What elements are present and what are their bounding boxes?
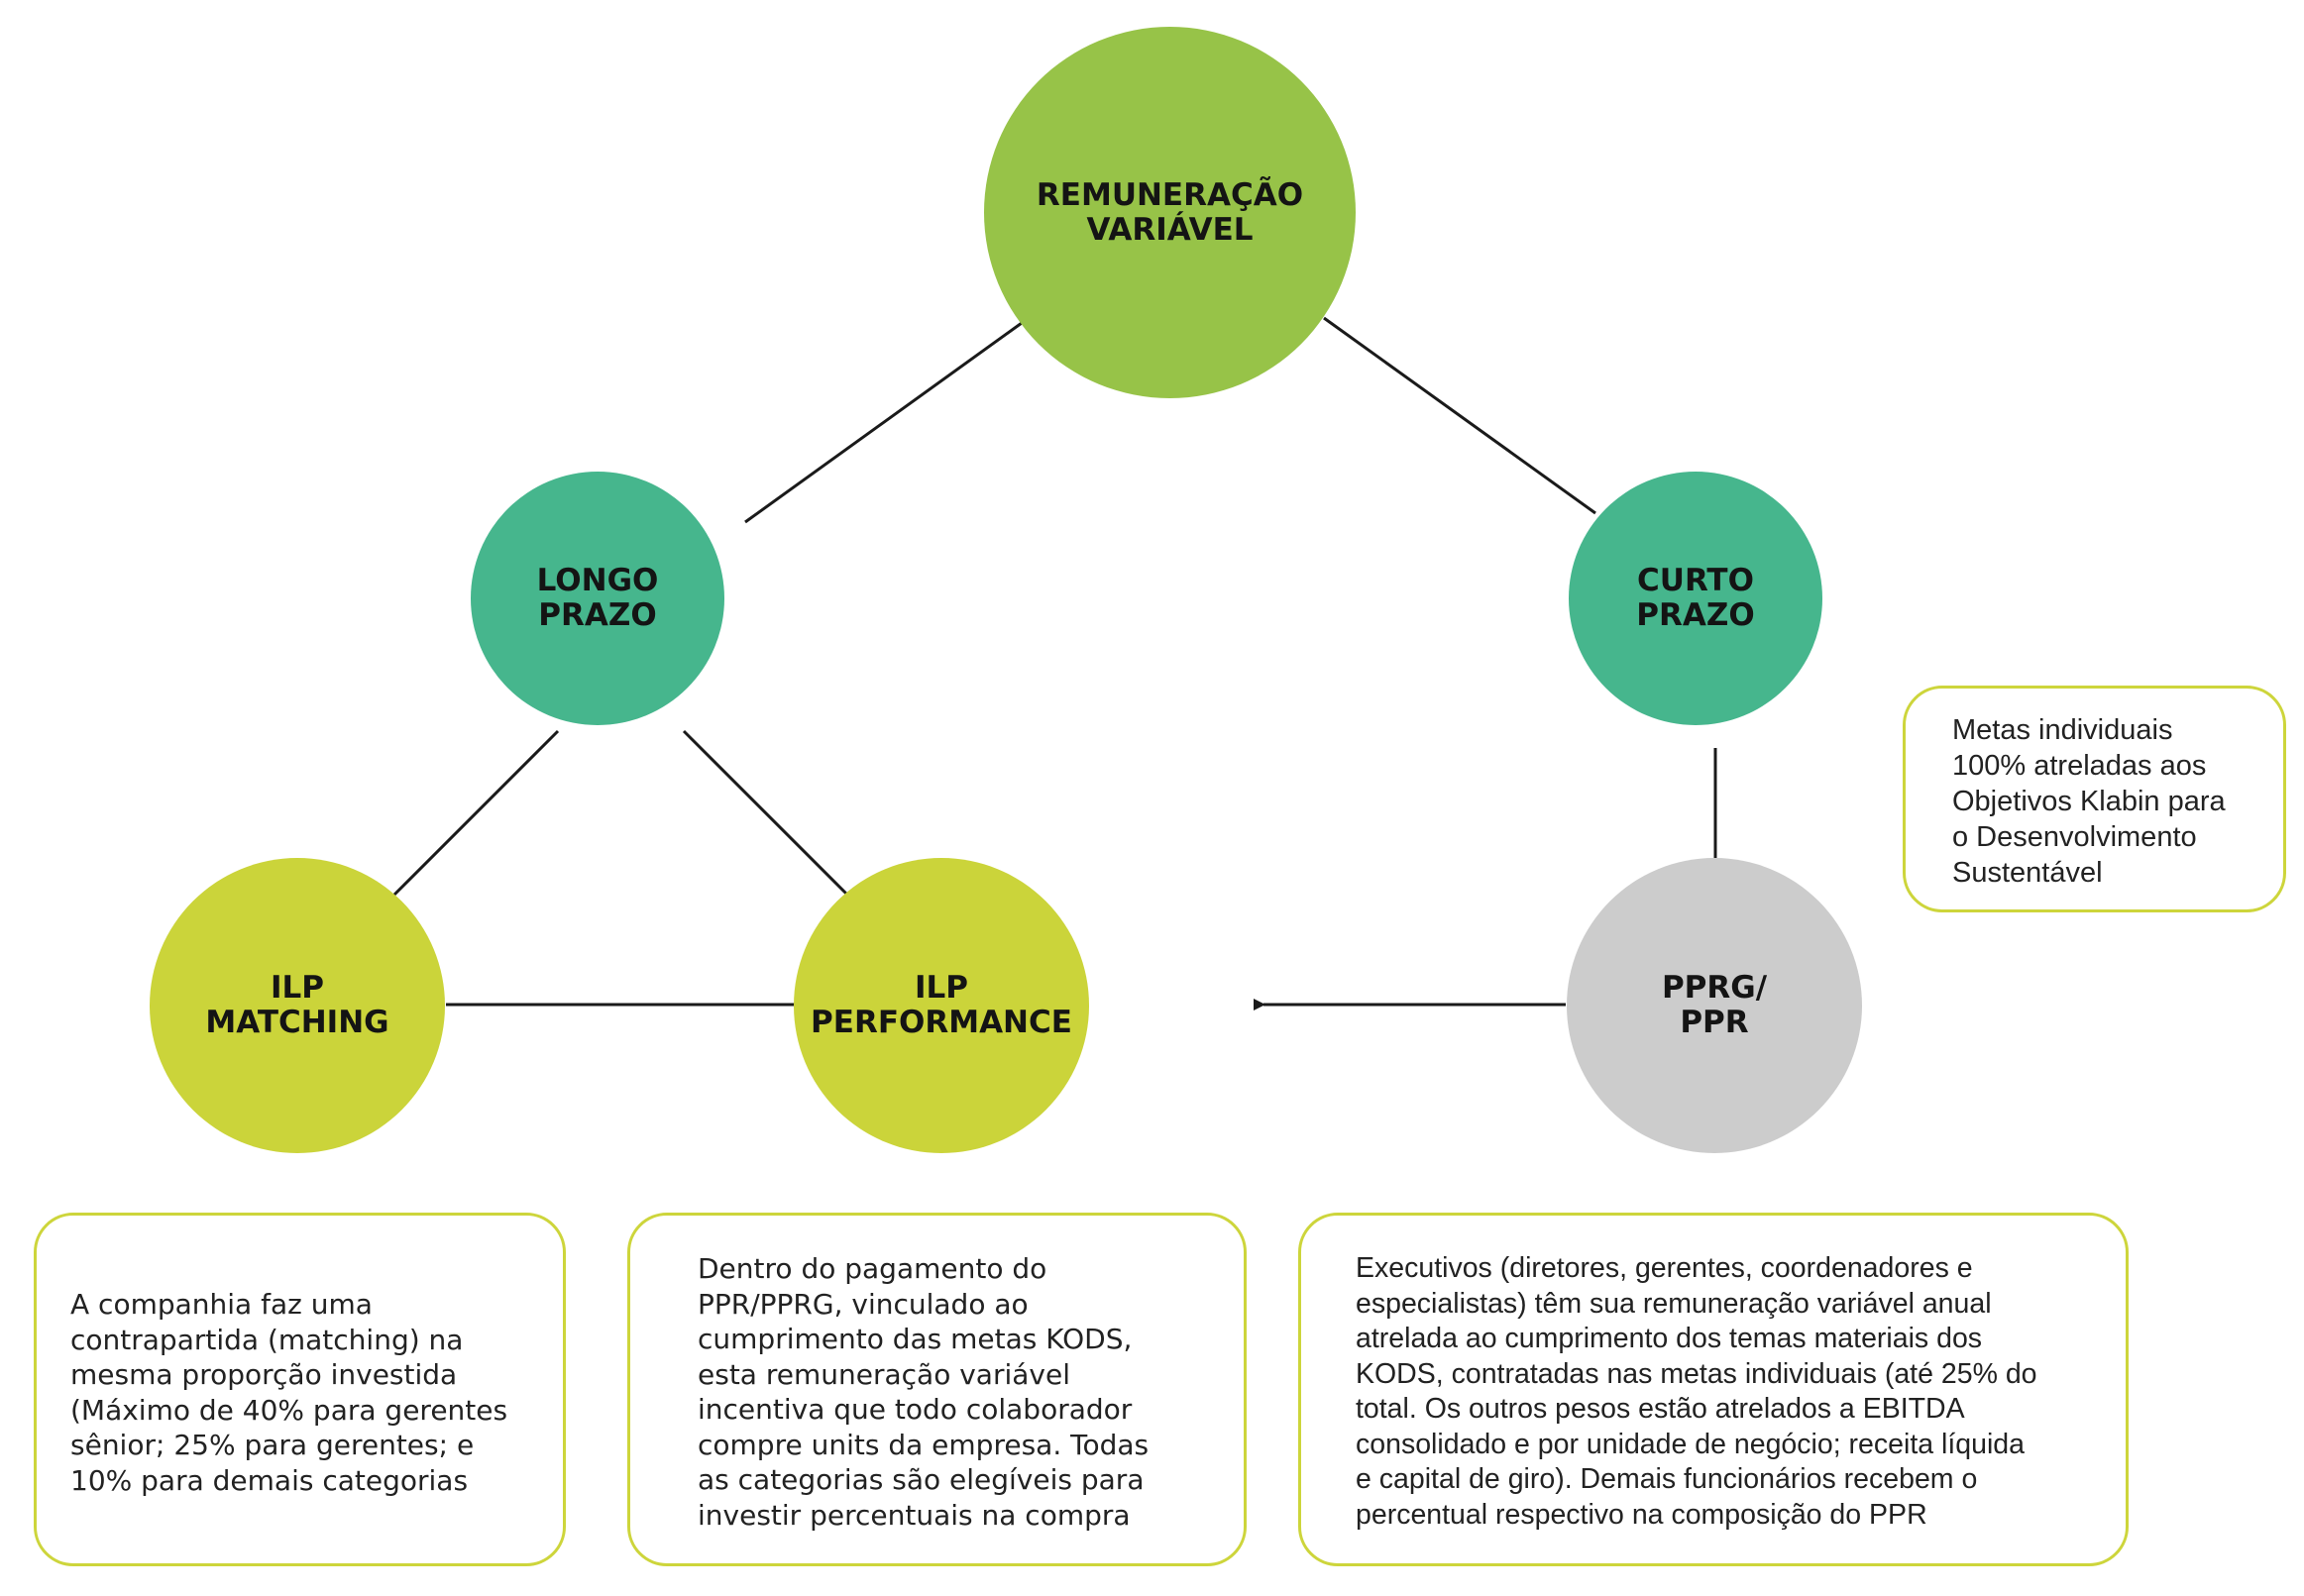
connector-root-curto <box>1323 316 1596 515</box>
node-pprg-ppr: PPRG/ PPR <box>1567 858 1862 1153</box>
node-ilp-matching: ILP MATCHING <box>150 858 445 1153</box>
connector-root-longo <box>744 321 1023 524</box>
node-ilp-performance: ILP PERFORMANCE <box>794 858 1089 1153</box>
connector-longo-performance <box>682 729 849 897</box>
connector-longo-matching <box>392 729 560 897</box>
node-longo-prazo: LONGO PRAZO <box>471 472 724 725</box>
box-ilp-performance-description: Dentro do pagamento do PPR/PPRG, vincula… <box>627 1213 1247 1566</box>
box-metas-individuais: Metas individuais 100% atreladas aos Obj… <box>1903 686 2286 912</box>
node-curto-prazo: CURTO PRAZO <box>1569 472 1822 725</box>
box-executivos-description: Executivos (diretores, gerentes, coorden… <box>1298 1213 2129 1566</box>
box-ilp-matching-description: A companhia faz uma contrapartida (match… <box>34 1213 566 1566</box>
node-remuneracao-variavel: REMUNERAÇÃO VARIÁVEL <box>984 27 1356 398</box>
